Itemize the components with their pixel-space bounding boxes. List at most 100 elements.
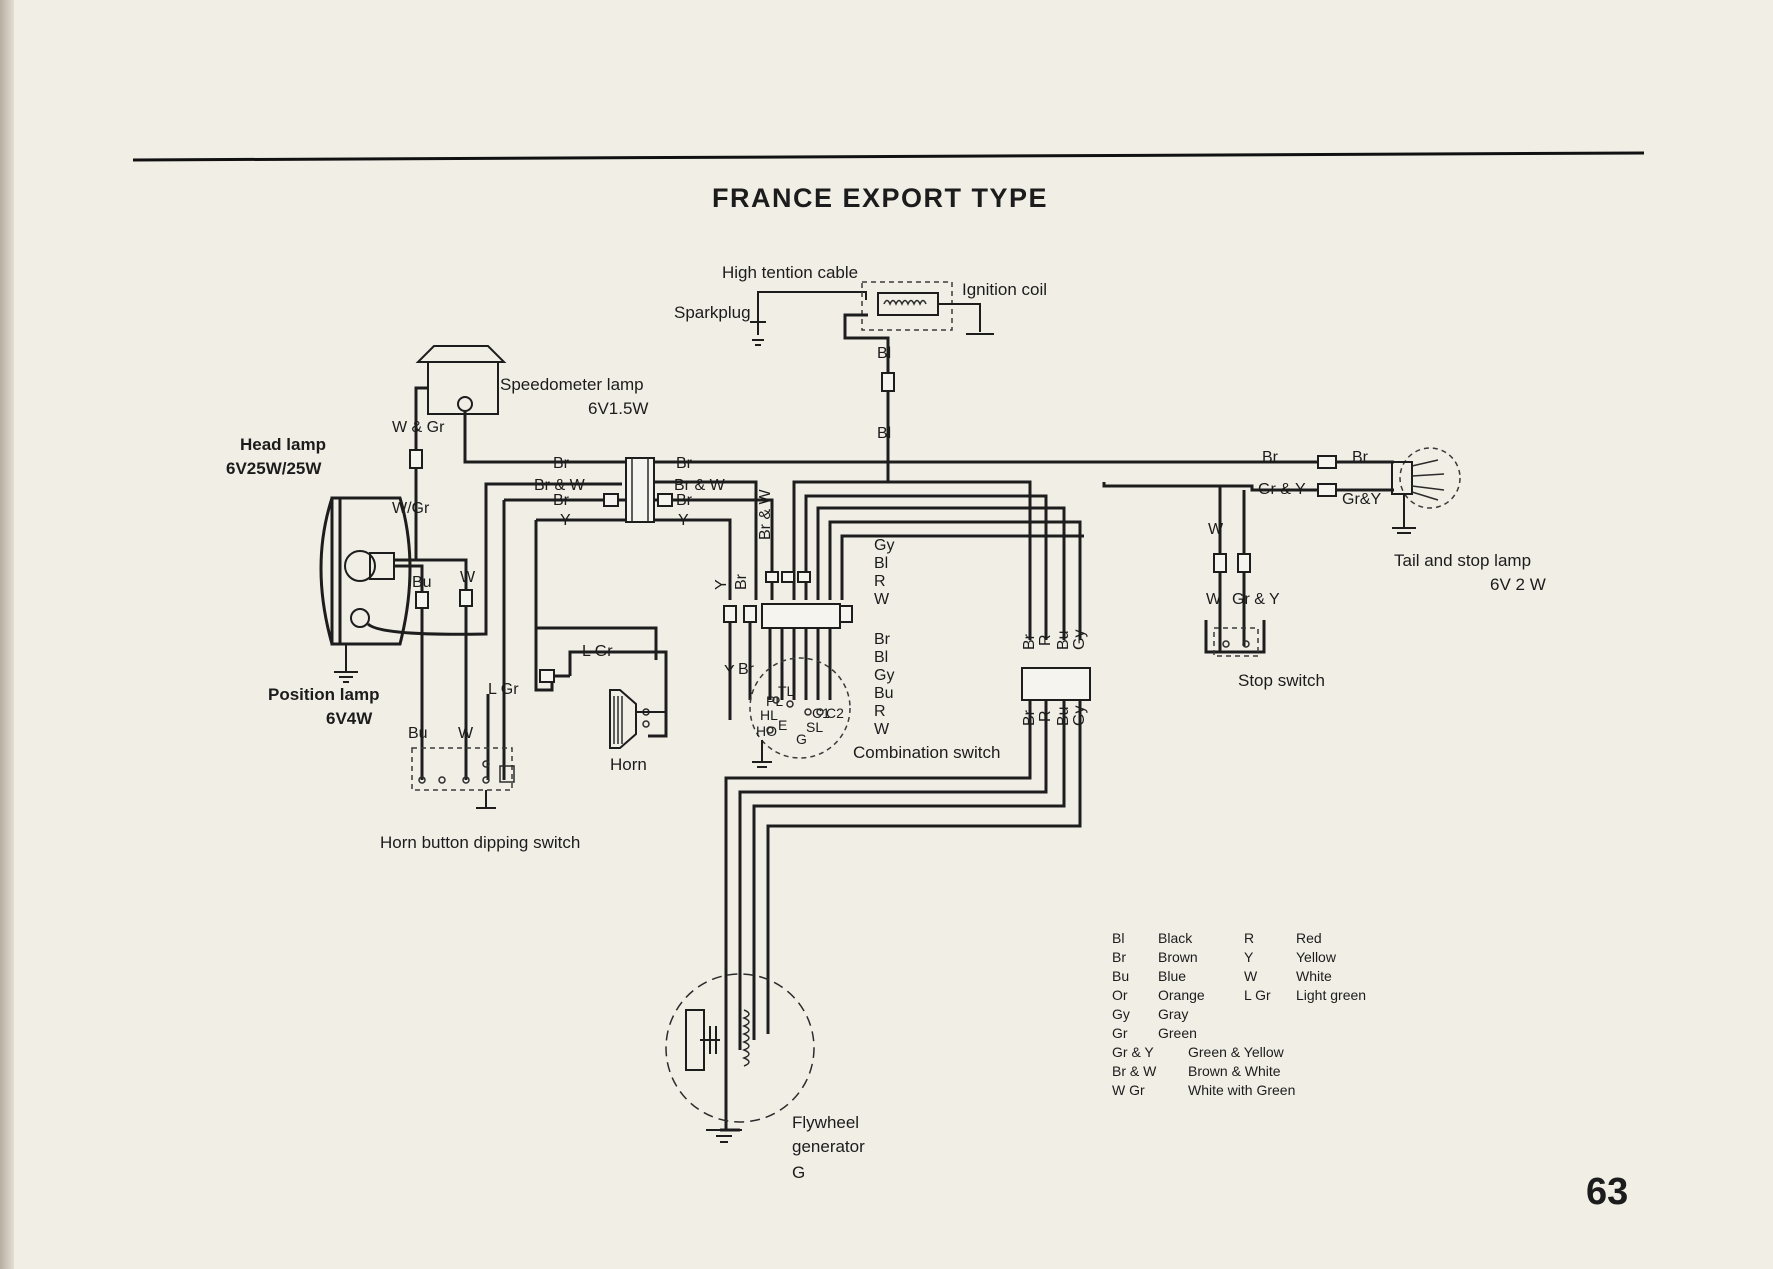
head-lamp-icon: [319, 496, 412, 646]
combination-switch-connector: [761, 603, 841, 629]
legend-code-bu: Bu: [1112, 968, 1129, 984]
wire-label-br-switch-lower: Br: [738, 661, 755, 678]
wire-label-br-4: Br: [676, 492, 693, 509]
legend-code-r: R: [1244, 930, 1254, 946]
legend-color-orange: Orange: [1158, 987, 1205, 1003]
legend-color-yellow: Yellow: [1296, 949, 1337, 965]
wire-label-gy-2: Gy: [874, 667, 894, 684]
horn-section: L Gr L Gr Horn: [486, 628, 668, 780]
legend-color-blue: Blue: [1158, 968, 1186, 984]
legend-code-l-gr: L Gr: [1244, 987, 1271, 1003]
wire-label-w-2: W: [874, 721, 890, 738]
head-lamp-section: Head lamp 6V25W/25W Position lamp 6V4W B…: [226, 435, 622, 780]
book-spine: [0, 0, 14, 1269]
wire-label-br-switch: Br: [733, 573, 750, 590]
wire-label-bl-bottom: Bl: [877, 425, 891, 442]
head-lamp-label: Head lamp: [240, 435, 326, 454]
legend-color-brown: Brown: [1158, 949, 1198, 965]
wire-label-gr-y-tail: Gr & Y: [1258, 481, 1306, 498]
wire-label-bl-top: Bl: [877, 345, 891, 362]
ignition-coil-label: Ignition coil: [962, 280, 1047, 299]
wire-label-br-and-w-left: Br & W: [534, 477, 586, 494]
wire-label-r-gen-1: R: [1037, 634, 1054, 646]
stop-switch-icon: [1213, 627, 1259, 657]
legend-code-br-w: Br & W: [1112, 1063, 1157, 1079]
horn-button-housing: [411, 747, 513, 791]
flywheel-label-line1: Flywheel: [792, 1113, 859, 1132]
generator-connector: Br R Bu Gy Br R Bu Gy: [724, 522, 1091, 1130]
legend-color-light-green: Light green: [1296, 987, 1366, 1003]
flywheel-label-line3: G: [792, 1163, 805, 1182]
ignition-section: High tention cable Sparkplug Ignition co…: [674, 263, 1047, 482]
terminal-e: E: [778, 717, 787, 733]
tail-stop-lamp-icon: [1391, 447, 1461, 509]
wire-label-r-1: R: [874, 573, 886, 590]
wire-label-bu-2: Bu: [874, 685, 894, 702]
legend-code-y: Y: [1244, 949, 1254, 965]
wire-label-br-2: Br: [553, 492, 570, 509]
flywheel-generator-icon: [665, 973, 815, 1123]
color-legend: Bl Black Br Brown Bu Blue Or Orange Gy G…: [1112, 930, 1366, 1098]
header-rule: [132, 151, 1645, 162]
stop-switch-label: Stop switch: [1238, 671, 1325, 690]
wire-label-gy-1: Gy: [874, 537, 894, 554]
legend-code-or: Or: [1112, 987, 1128, 1003]
wire-label-y-switch: Y: [713, 579, 730, 590]
harness-right: Br Br & W Br Y Br & W: [654, 455, 1320, 600]
wire-label-w-stop: W: [1206, 591, 1222, 608]
wire-label-br-tail: Br: [1262, 449, 1279, 466]
wire-label-w-stop-top: W: [1208, 521, 1224, 538]
terminal-pl: PL: [766, 693, 783, 709]
page-number: 63: [1586, 1171, 1628, 1213]
stop-switch-section: W W Gr & Y Stop switch: [1104, 484, 1325, 690]
wire-label-gr-y-tail-right: Gr&Y: [1342, 491, 1381, 508]
terminal-tl: TL: [778, 683, 795, 699]
speedometer-lamp-label: Speedometer lamp: [500, 375, 644, 394]
legend-code-gr: Gr: [1112, 1025, 1128, 1041]
terminal-g: G: [796, 731, 807, 747]
wire-label-bu-top: Bu: [412, 574, 432, 591]
legend-code-br: Br: [1112, 949, 1126, 965]
sparkplug-icon: [750, 298, 766, 346]
legend-color-white-green: White with Green: [1188, 1082, 1295, 1098]
legend-code-gr-y: Gr & Y: [1112, 1044, 1154, 1060]
wire-label-y-left: Y: [560, 512, 571, 529]
wire-label-br-and-w-right: Br & W: [674, 477, 726, 494]
horn-icon: [609, 689, 666, 749]
legend-code-w-gr: W Gr: [1112, 1082, 1145, 1098]
wire-label-w-slash-gr: W/Gr: [392, 500, 430, 517]
speedometer-section: Speedometer lamp 6V1.5W W & Gr W/Gr Br: [392, 345, 648, 560]
horn-button-label: Horn button dipping switch: [380, 833, 580, 852]
wire-label-bu-bottom: Bu: [408, 725, 428, 742]
tail-lamp-section: Br Br Gr & Y Gr&Y Tail and stop lamp 6V …: [1102, 447, 1546, 594]
position-lamp-rating: 6V4W: [326, 709, 373, 728]
generator-connector-block: [1021, 667, 1091, 701]
terminal-c2: C2: [826, 705, 844, 721]
wire-label-y-right: Y: [678, 512, 689, 529]
wire-label-bl-2: Bl: [874, 555, 888, 572]
terminal-hl: HL: [760, 707, 778, 723]
wire-label-bu-gen-1: Bu: [1055, 630, 1072, 650]
legend-color-gray: Gray: [1158, 1006, 1188, 1022]
sparkplug-label: Sparkplug: [674, 303, 751, 322]
legend-color-white: White: [1296, 968, 1332, 984]
speedometer-housing: [427, 361, 499, 415]
horn-button-section: Horn button dipping switch: [380, 747, 580, 852]
wire-label-br-1: Br: [553, 455, 570, 472]
main-connector: Br Y: [502, 457, 658, 780]
position-lamp-label: Position lamp: [268, 685, 379, 704]
speedometer-lamp-rating: 6V1.5W: [588, 399, 648, 418]
wire-label-gr-y-stop: Gr & Y: [1232, 591, 1280, 608]
legend-color-brown-white: Brown & White: [1188, 1063, 1281, 1079]
wire-label-br-3: Br: [676, 455, 693, 472]
wire-label-w-bottom: W: [458, 725, 474, 742]
wire-label-r-2: R: [874, 703, 886, 720]
legend-color-red: Red: [1296, 930, 1322, 946]
legend-code-w: W: [1244, 968, 1258, 984]
wire-label-w-top: W: [460, 569, 476, 586]
high-tension-cable-label: High tention cable: [722, 263, 858, 282]
terminal-sl: SL: [806, 719, 823, 735]
wire-label-br-gen-1: Br: [1021, 633, 1038, 650]
